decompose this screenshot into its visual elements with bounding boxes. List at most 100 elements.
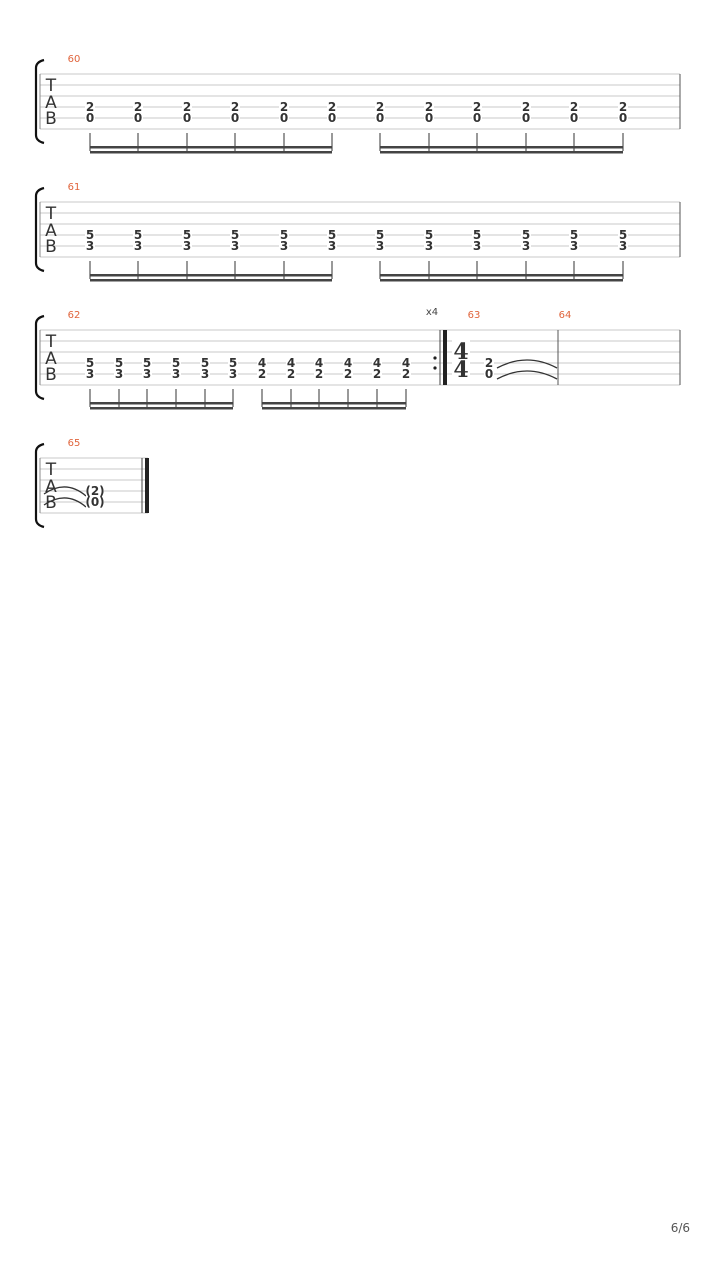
fret-knockout xyxy=(142,368,152,379)
fret-number: 5 xyxy=(231,228,239,242)
repeat-barline-thick xyxy=(443,330,447,385)
fret-number: 3 xyxy=(328,239,336,253)
fret-number: 0 xyxy=(619,111,627,125)
fret-knockout xyxy=(424,240,434,251)
fret-number: 3 xyxy=(376,239,384,253)
fret-number: 5 xyxy=(570,228,578,242)
fret-knockout xyxy=(86,496,104,507)
fret-knockout xyxy=(85,357,95,368)
fret-number: 0 xyxy=(570,111,578,125)
fret-knockout xyxy=(182,101,192,112)
fret-knockout xyxy=(182,112,192,123)
fret-number: 5 xyxy=(86,228,94,242)
fret-number: 4 xyxy=(287,356,295,370)
repeat-count: x4 xyxy=(426,307,438,318)
fret-knockout xyxy=(327,101,337,112)
fret-number: 3 xyxy=(134,239,142,253)
fret-knockout xyxy=(521,112,531,123)
measure-number: 65 xyxy=(68,438,81,449)
tie-curve xyxy=(496,359,558,369)
fret-knockout xyxy=(230,112,240,123)
measure-number: 61 xyxy=(68,182,81,193)
tab-clef-letter: A xyxy=(45,221,57,241)
fret-number: 4 xyxy=(258,356,266,370)
tab-clef-letter: B xyxy=(45,365,57,385)
fret-number: 2 xyxy=(86,100,94,114)
beam xyxy=(262,407,406,410)
fret-number: 5 xyxy=(115,356,123,370)
fret-number: 5 xyxy=(280,228,288,242)
system-bracket xyxy=(34,442,45,529)
fret-number: 2 xyxy=(344,367,352,381)
fret-knockout xyxy=(521,101,531,112)
fret-number: 0 xyxy=(522,111,530,125)
fret-knockout xyxy=(375,229,385,240)
time-signature-bottom: 4 xyxy=(453,357,468,383)
tab-clef-letter: B xyxy=(45,493,57,513)
fret-number: 0 xyxy=(134,111,142,125)
tab-clef-letter: T xyxy=(45,204,57,224)
fret-knockout xyxy=(484,357,494,368)
time-signature-top: 4 xyxy=(453,339,468,365)
fret-number: 2 xyxy=(485,356,493,370)
fret-knockout xyxy=(142,357,152,368)
fret-number: 2 xyxy=(402,367,410,381)
fret-knockout xyxy=(230,101,240,112)
fret-knockout xyxy=(375,112,385,123)
fret-knockout xyxy=(569,101,579,112)
fret-knockout xyxy=(618,101,628,112)
beam xyxy=(90,151,332,154)
fret-knockout xyxy=(521,240,531,251)
fret-number: 0 xyxy=(425,111,433,125)
fret-knockout xyxy=(375,101,385,112)
repeat-dot xyxy=(433,356,437,360)
fret-number: 5 xyxy=(376,228,384,242)
fret-number: 3 xyxy=(143,367,151,381)
fret-number: 3 xyxy=(473,239,481,253)
fret-knockout xyxy=(279,112,289,123)
tab-clef-letter: B xyxy=(45,109,57,129)
fret-knockout xyxy=(182,229,192,240)
fret-number: 5 xyxy=(619,228,627,242)
fret-knockout xyxy=(279,240,289,251)
fret-knockout xyxy=(472,112,482,123)
fret-knockout xyxy=(86,485,104,496)
fret-number: 2 xyxy=(373,367,381,381)
tab-clef-letter: T xyxy=(45,76,57,96)
fret-knockout xyxy=(279,101,289,112)
fret-knockout xyxy=(228,357,238,368)
fret-knockout xyxy=(424,101,434,112)
fret-number: 4 xyxy=(315,356,323,370)
fret-knockout xyxy=(133,240,143,251)
fret-knockout xyxy=(401,368,411,379)
fret-knockout xyxy=(257,368,267,379)
fret-number: 5 xyxy=(473,228,481,242)
final-barline-thick xyxy=(145,458,149,513)
fret-knockout xyxy=(484,368,494,379)
fret-number: 5 xyxy=(201,356,209,370)
fret-knockout xyxy=(182,240,192,251)
fret-number: 3 xyxy=(86,239,94,253)
fret-knockout xyxy=(85,229,95,240)
system-bracket xyxy=(34,314,45,401)
fret-number: 0 xyxy=(231,111,239,125)
fret-knockout xyxy=(375,240,385,251)
fret-knockout xyxy=(133,112,143,123)
fret-number: 3 xyxy=(183,239,191,253)
fret-number: 5 xyxy=(172,356,180,370)
fret-number: 5 xyxy=(183,228,191,242)
beam xyxy=(380,146,623,149)
fret-knockout xyxy=(521,229,531,240)
fret-number: 3 xyxy=(522,239,530,253)
fret-number: 2 xyxy=(425,100,433,114)
fret-knockout xyxy=(230,229,240,240)
beam xyxy=(90,274,332,277)
fret-number: 2 xyxy=(287,367,295,381)
fret-knockout xyxy=(114,368,124,379)
fret-number: 0 xyxy=(328,111,336,125)
fret-knockout xyxy=(472,240,482,251)
fret-number: 2 xyxy=(473,100,481,114)
fret-number: 0 xyxy=(86,111,94,125)
fret-knockout xyxy=(472,101,482,112)
